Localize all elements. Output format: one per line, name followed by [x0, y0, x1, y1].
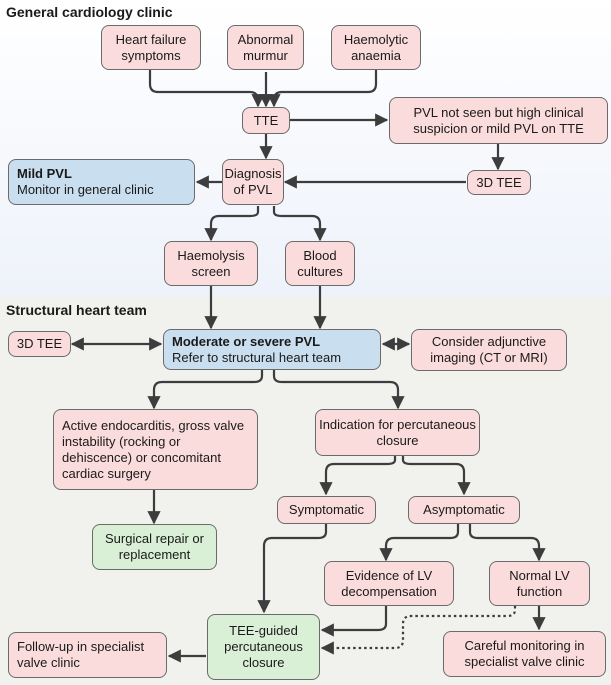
node-mild-pvl: Mild PVL Monitor in general clinic	[8, 159, 195, 205]
node-abnormal-murmur: Abnormal murmur	[227, 25, 304, 70]
arrow-haemolytic-to-tte	[267, 70, 378, 108]
arrow-indication-to-symptomatic	[319, 456, 397, 496]
node-adjunctive-imaging: Consider adjunctive imaging (CT or MRI)	[411, 329, 567, 371]
modsev-title: Moderate or severe PVL	[172, 333, 321, 349]
mild-pvl-title: Mild PVL	[17, 166, 72, 181]
arrow-symptomatic-to-tee-guided	[257, 524, 328, 614]
node-tee-guided-closure: TEE-guided percutaneous closure	[207, 614, 320, 680]
modsev-subtitle: Refer to structural heart team	[172, 349, 342, 365]
arrow-asym-to-normal-lv	[468, 524, 546, 562]
section-title-structural: Structural heart team	[6, 302, 147, 318]
node-indication-percutaneous: Indication for percutaneous closure	[315, 409, 480, 456]
node-haemolysis-screen: Haemolysis screen	[164, 241, 258, 286]
arrow-modsev-to-active-endo	[147, 370, 264, 410]
node-normal-lv-function: Normal LV function	[489, 561, 590, 606]
node-asymptomatic: Asymptomatic	[408, 496, 520, 524]
arrow-diagnosis-to-haemolysis	[204, 206, 260, 242]
arrow-diagnosis-to-cultures	[272, 206, 327, 242]
arrow-asym-to-lv-decomp	[379, 524, 460, 562]
arrow-indication-to-asymptomatic	[401, 456, 471, 496]
section-title-general: General cardiology clinic	[6, 4, 173, 20]
node-3d-tee-top: 3D TEE	[467, 170, 531, 195]
arrow-lv-decomp-to-tee-guided	[320, 606, 388, 637]
arrow-modsev-to-indication	[272, 370, 405, 410]
node-symptomatic: Symptomatic	[277, 496, 376, 524]
node-diagnosis-of-pvl: Diagnosis of PVL	[222, 159, 284, 205]
arrow-hf-to-tte	[148, 70, 265, 108]
mild-pvl-subtitle: Monitor in general clinic	[17, 182, 154, 197]
node-active-endocarditis: Active endocarditis, gross valve instabi…	[53, 409, 258, 490]
node-follow-up-specialist: Follow-up in specialist valve clinic	[8, 632, 167, 678]
node-haemolytic-anaemia: Haemolytic anaemia	[331, 25, 421, 70]
node-3d-tee-left: 3D TEE	[8, 331, 71, 357]
node-heart-failure-symptoms: Heart failure symptoms	[101, 25, 201, 70]
dotted-arrow-normal-lv-to-tee-guided	[320, 606, 517, 655]
node-blood-cultures: Blood cultures	[285, 241, 355, 286]
node-moderate-severe-pvl: Moderate or severe PVL Refer to structur…	[163, 329, 381, 370]
node-careful-monitoring: Careful monitoring in specialist valve c…	[443, 631, 606, 677]
node-lv-decompensation: Evidence of LV decompensation	[324, 561, 454, 606]
node-pvl-not-seen: PVL not seen but high clinical suspicion…	[389, 97, 608, 144]
node-surgical-repair: Surgical repair or replacement	[92, 524, 217, 570]
node-tte: TTE	[242, 107, 290, 134]
